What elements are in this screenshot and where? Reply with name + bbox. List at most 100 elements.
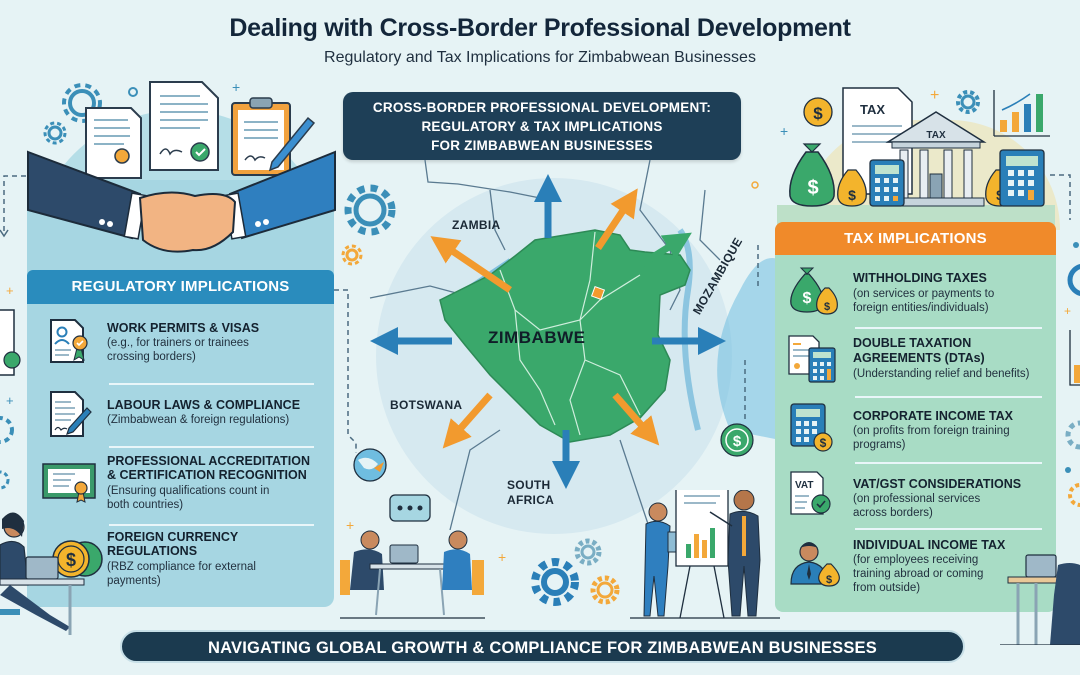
item-desc-line1: (Zimbabwean & foreign regulations) — [107, 414, 290, 426]
item-title: VAT/GST CONSIDERATIONS — [853, 477, 1022, 491]
blue-gear-icon — [531, 558, 579, 606]
item-desc-line2: both countries) — [107, 499, 184, 511]
divider — [855, 462, 1042, 464]
item-desc-line1: (RBZ compliance for external — [107, 561, 256, 573]
regulatory-header: REGULATORY IMPLICATIONS — [27, 270, 334, 304]
handshake-icon — [138, 191, 237, 253]
tax-implications-panel: TAX IMPLICATIONS $ $ WITHHOLDING TAXES (… — [775, 222, 1056, 612]
growth-chart-icon — [993, 90, 1050, 137]
gray-gear-icon — [574, 538, 602, 566]
svg-text:$: $ — [824, 301, 830, 313]
svg-text:$: $ — [813, 104, 823, 123]
svg-text:$: $ — [66, 550, 76, 570]
money-bags-icon: $ $ — [790, 267, 838, 315]
document-calculator-icon — [788, 335, 836, 383]
item-title-line2: & CERTIFICATION RECOGNITION — [107, 468, 307, 482]
contract-pen-icon — [50, 391, 92, 437]
vat-document-icon: VAT — [790, 471, 831, 515]
page-title: Dealing with Cross-Border Professional D… — [229, 14, 851, 42]
zimbabwe-map: $ — [341, 160, 780, 530]
item-title: WITHHOLDING TAXES — [853, 271, 987, 285]
arrow-northeast — [595, 188, 638, 250]
dashed-connector-left — [334, 289, 357, 453]
item-desc-line1: (on services or payments to — [853, 288, 995, 300]
item-title-line1: DOUBLE TAXATION — [853, 336, 972, 350]
tax-header: TAX IMPLICATIONS — [775, 222, 1056, 255]
man-at-laptop-illustration — [1000, 554, 1080, 645]
money-bag-orange-icon: $ — [837, 169, 867, 207]
item-title-line1: PROFESSIONAL ACCREDITATION — [107, 454, 311, 468]
arrow-southeast — [612, 392, 660, 446]
tax-item-withholding: $ $ WITHHOLDING TAXES (on services or pa… — [775, 262, 1056, 322]
item-desc-line2: foreign entities/individuals) — [853, 302, 989, 314]
coins-icon: $ — [52, 540, 103, 578]
calculator-icon — [869, 159, 905, 207]
tax-item-corporate: $ CORPORATE INCOME TAX (on profits from … — [775, 398, 1056, 458]
right-illustration-shelf — [777, 205, 1055, 225]
svg-text:TAX: TAX — [860, 102, 885, 117]
orange-gear-icon — [590, 575, 620, 605]
item-title-line2: REGULATIONS — [107, 544, 198, 558]
banner-line-1: CROSS-BORDER PROFESSIONAL DEVELOPMENT: — [372, 100, 712, 115]
item-desc-line2: across borders) — [853, 507, 933, 519]
divider — [109, 446, 314, 448]
small-gear-icon — [43, 121, 67, 145]
label-zambia: ZAMBIA — [452, 218, 501, 232]
regulatory-item-labour-laws: LABOUR LAWS & COMPLIANCE (Zimbabwean & f… — [27, 388, 334, 443]
svg-text:$: $ — [848, 187, 856, 203]
svg-text:TAX: TAX — [926, 130, 946, 141]
item-desc-line2: training abroad or coming — [853, 568, 984, 580]
tax-building-illustration: $ + + TAX TAX $ — [780, 87, 1071, 220]
label-zimbabwe: ZIMBABWE — [488, 328, 586, 347]
center-title-banner: CROSS-BORDER PROFESSIONAL DEVELOPMENT: R… — [343, 92, 741, 160]
divider — [855, 396, 1042, 398]
svg-text:+: + — [498, 549, 506, 565]
divider — [109, 524, 314, 526]
banner-line-2: REGULATORY & TAX IMPLICATIONS — [421, 119, 663, 134]
item-title-line1: FOREIGN CURRENCY — [107, 530, 239, 544]
signed-contract-icon — [149, 81, 219, 171]
svg-text:+: + — [780, 123, 788, 139]
item-desc-line1: (for employees receiving — [853, 554, 979, 566]
svg-text:$: $ — [733, 433, 742, 450]
money-bag-green-icon: $ — [789, 143, 835, 207]
svg-text:+: + — [930, 87, 939, 104]
item-desc-line1: (Ensuring qualifications count in — [107, 485, 270, 497]
tax-item-individual: $ INDIVIDUAL INCOME TAX (for employees r… — [775, 530, 1056, 605]
right-sleeve — [228, 150, 336, 240]
item-desc-line1: (e.g., for trainers or trainees — [107, 337, 249, 349]
tax-item-dta: DOUBLE TAXATION AGREEMENTS (DTAs) (Under… — [775, 330, 1056, 390]
item-title: WORK PERMITS & VISAS — [107, 321, 260, 335]
handshake-contracts-illustration: + — [0, 79, 336, 253]
regulatory-item-foreign-currency: $ FOREIGN CURRENCY REGULATIONS (RBZ comp… — [27, 528, 334, 598]
banner-line-3: FOR ZIMBABWEAN BUSINESSES — [431, 138, 653, 153]
svg-text:+: + — [346, 517, 354, 533]
item-desc-line2: programs) — [853, 439, 906, 451]
svg-text:$: $ — [803, 290, 812, 307]
regulatory-item-work-permits: WORK PERMITS & VISAS (e.g., for trainers… — [27, 315, 334, 375]
item-title: LABOUR LAWS & COMPLIANCE — [107, 398, 301, 412]
direction-arrows — [370, 174, 726, 489]
certificate-icon — [42, 463, 96, 503]
item-desc-line1: (on profits from foreign training — [853, 425, 1010, 437]
left-edge-decorations: + + — [0, 283, 21, 490]
item-title: INDIVIDUAL INCOME TAX — [853, 538, 1006, 552]
divider — [109, 383, 314, 385]
item-title: CORPORATE INCOME TAX — [853, 409, 1013, 423]
divider — [855, 528, 1042, 530]
svg-text:+: + — [1064, 304, 1071, 318]
svg-text:$: $ — [820, 436, 827, 450]
item-desc-line1: (on professional services — [853, 493, 981, 505]
id-document-badge-icon — [50, 319, 88, 363]
arrow-east-northeast — [638, 232, 692, 268]
page-subtitle: Regulatory and Tax Implications for Zimb… — [324, 49, 756, 66]
harare-marker — [590, 285, 606, 301]
large-gear-icon — [344, 184, 396, 236]
svg-text:$: $ — [826, 574, 832, 586]
gear-icon — [62, 83, 102, 123]
label-south-africa-line1: SOUTH — [507, 478, 551, 492]
small-orange-gear-icon — [341, 244, 363, 266]
business-meeting-illustration: + + — [340, 490, 780, 619]
item-desc-line1: (Understanding relief and benefits) — [853, 368, 1030, 380]
svg-text:VAT: VAT — [795, 480, 814, 491]
